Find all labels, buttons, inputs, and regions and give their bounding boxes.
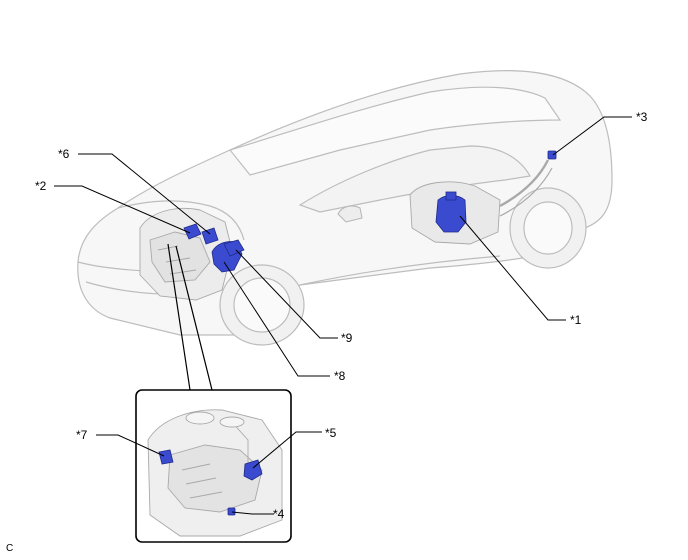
component-2: [183, 223, 202, 240]
callout-5: *5: [325, 426, 337, 440]
side-mirror: [337, 205, 363, 223]
component-9: [223, 239, 245, 257]
callout-2: *2: [35, 179, 47, 193]
component-4: [227, 507, 236, 516]
callout-6: *6: [58, 147, 70, 161]
rear-wheel: [509, 187, 587, 269]
component-1: [435, 191, 467, 233]
leader-lines: [54, 116, 632, 515]
component-7: [158, 449, 174, 465]
component-5: [243, 459, 263, 481]
callout-4: *4: [273, 507, 285, 521]
inset-engine: [147, 409, 283, 537]
callout-7: *7: [76, 428, 88, 442]
component-6: [201, 227, 219, 245]
callout-9: *9: [341, 331, 353, 345]
callout-8: *8: [334, 369, 346, 383]
inset-pointer: [167, 243, 213, 391]
callout-3: *3: [636, 110, 648, 124]
callout-1: *1: [570, 313, 582, 327]
figure-code: C: [6, 543, 14, 554]
component-3: [547, 150, 557, 160]
